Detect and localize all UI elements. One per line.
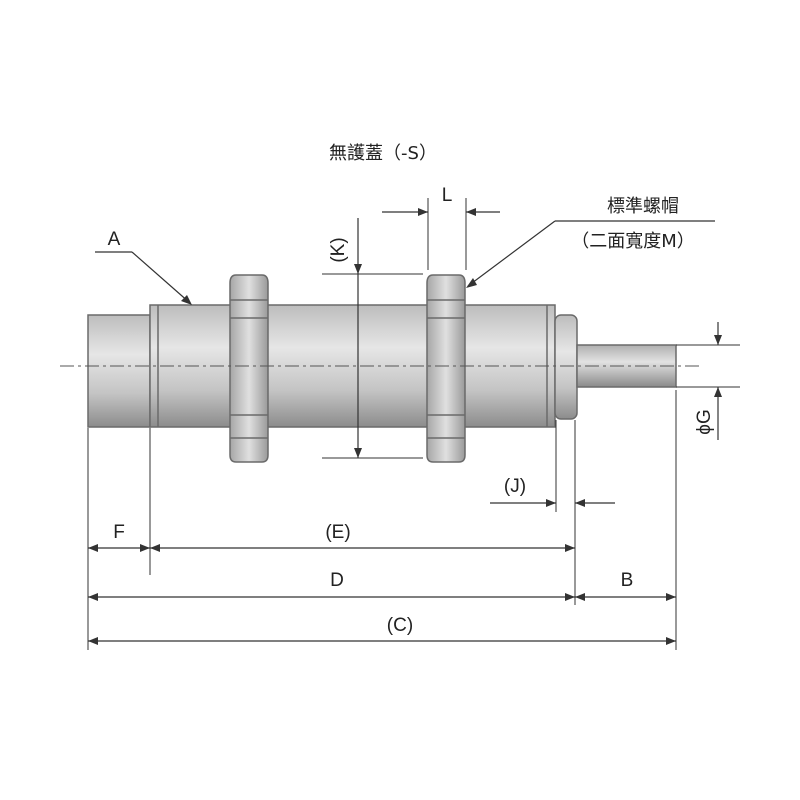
leader-a bbox=[95, 251, 192, 305]
dimension-e-label: (E) bbox=[325, 522, 350, 543]
dimension-k bbox=[354, 218, 362, 458]
extension-lines bbox=[87, 198, 740, 650]
shock-absorber-body bbox=[87, 304, 677, 428]
dimension-c bbox=[88, 637, 676, 645]
dimension-c-label: (C) bbox=[387, 615, 413, 636]
dimension-d bbox=[88, 593, 575, 601]
dimension-b-label: B bbox=[621, 570, 634, 591]
dimension-j bbox=[490, 499, 615, 507]
dimension-d-label: D bbox=[330, 570, 344, 591]
callout-a-label: A bbox=[108, 229, 121, 250]
dimension-l-label: L bbox=[442, 185, 453, 206]
dimension-b bbox=[575, 593, 676, 601]
front-shoulder bbox=[554, 314, 578, 420]
piston-rod bbox=[576, 344, 677, 388]
rear-cap bbox=[87, 314, 151, 428]
lock-nut-right bbox=[426, 274, 466, 463]
drawing-title: 無護蓋（-S） bbox=[329, 143, 437, 164]
dimension-f-label: F bbox=[113, 522, 125, 543]
dimension-g-label: ϕG bbox=[694, 409, 715, 434]
callout-nut-label-line2: （二面寬度M） bbox=[571, 231, 695, 252]
dimension-l bbox=[382, 208, 500, 216]
dimension-j-label: (J) bbox=[504, 476, 526, 497]
dimension-f bbox=[88, 544, 150, 552]
callout-nut-label-line1: 標準螺帽 bbox=[607, 196, 679, 217]
dimension-k-label: (K) bbox=[328, 237, 349, 262]
dimension-e bbox=[150, 544, 575, 552]
dimension-g bbox=[714, 322, 722, 440]
leader-nut bbox=[466, 220, 715, 288]
lock-nut-left bbox=[229, 274, 269, 463]
